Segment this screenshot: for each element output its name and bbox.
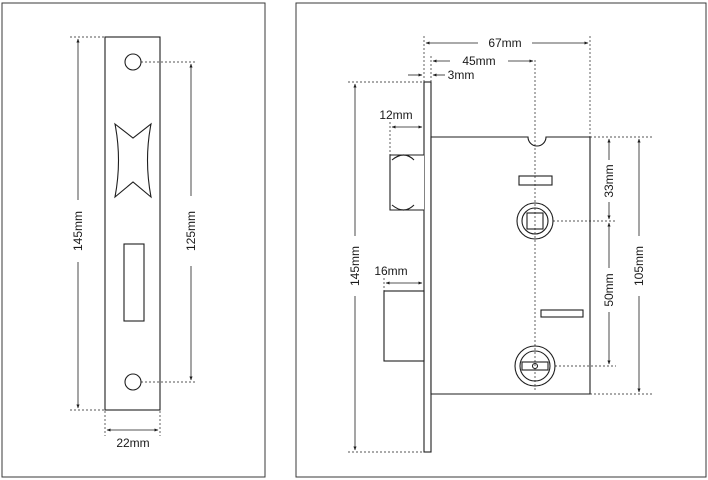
dim-hole-spacing: 125mm [184,211,198,251]
deadbolt [383,290,425,362]
latch-bevel [391,154,415,211]
lower-slot [540,309,584,318]
dim-spindle-to-cylinder: 50mm [602,273,616,306]
top-screw-hole [124,53,142,71]
strike-plate-panel: 145mm 125mm 22mm [1,2,266,478]
dim-faceplate-height: 145mm [348,246,362,286]
bottom-screw-hole [124,373,142,391]
latch-bolt [389,154,424,211]
upper-slot [518,175,553,186]
deadbolt-slot [123,243,145,322]
dim-plate-height: 145mm [71,211,85,251]
dim-backset: 45mm [462,54,495,68]
dim-body-height: 105mm [632,246,646,286]
lock-case [430,136,591,395]
dim-total-depth: 67mm [488,36,521,50]
dim-latch-projection: 12mm [379,108,412,122]
dim-deadbolt-projection: 16mm [374,264,407,278]
dim-top-to-spindle: 33mm [602,164,616,197]
strike-plate [104,36,161,411]
dim-faceplate-thickness: 3mm [448,68,475,82]
lock-body-panel: 67mm 45mm 3mm 12mm 16mm 145mm 105mm [295,2,707,478]
faceplate [423,81,432,453]
latch-opening [114,122,152,199]
dim-plate-width: 22mm [116,436,149,450]
